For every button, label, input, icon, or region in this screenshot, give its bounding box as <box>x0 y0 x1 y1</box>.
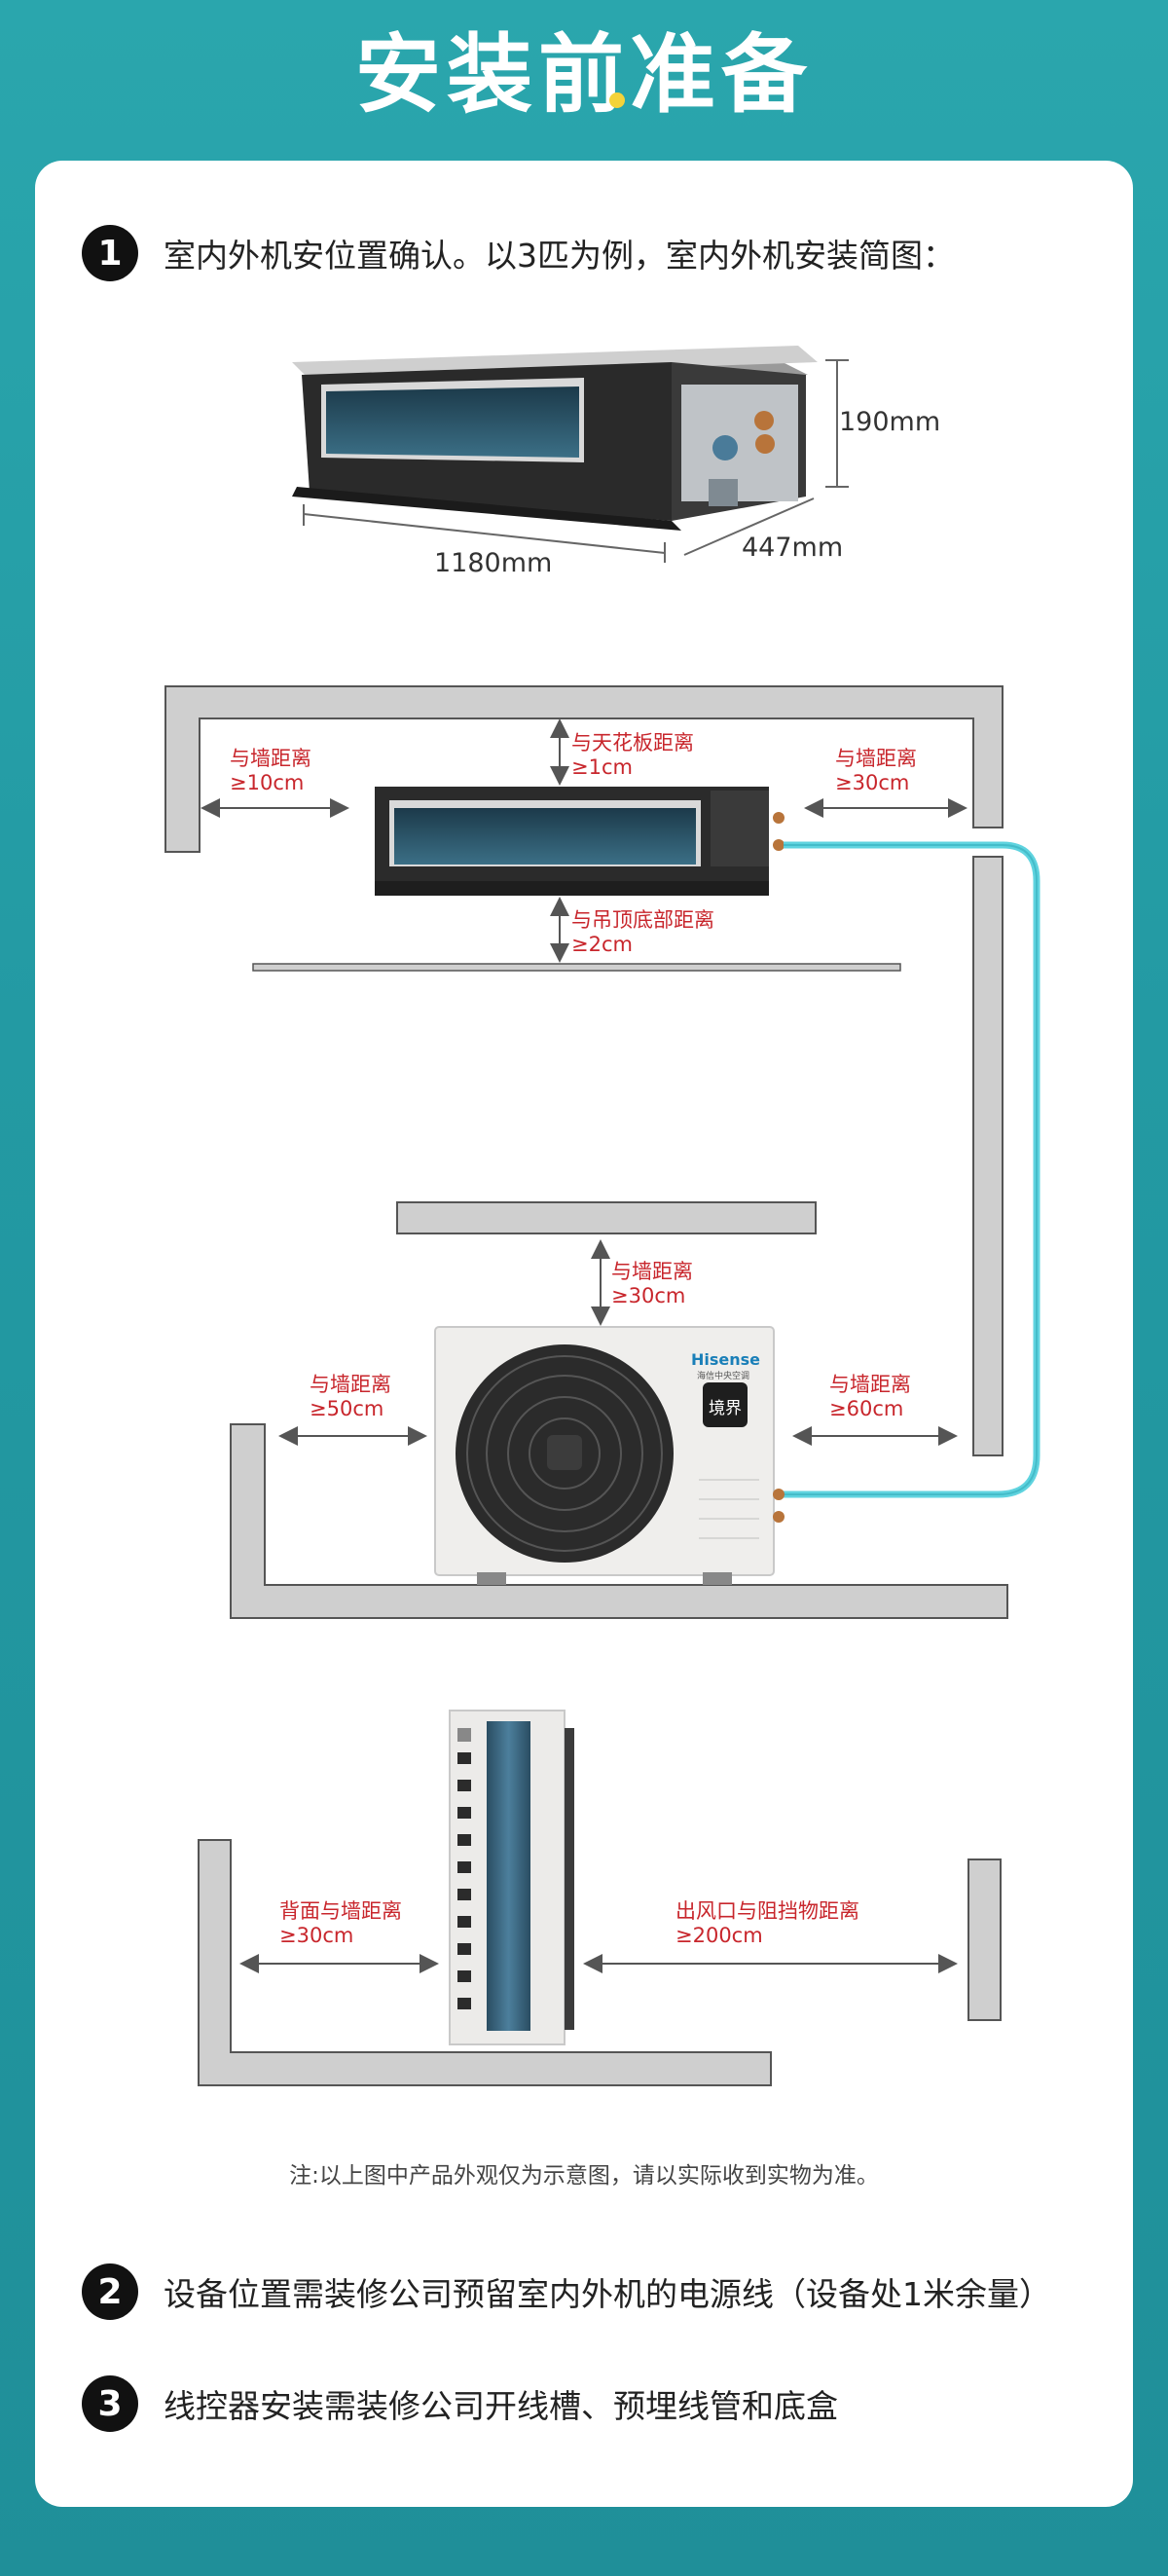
side-outlet-label: 出风口与阻挡物距离≥200cm <box>675 1899 859 1947</box>
step-1: 1 室内外机安位置确认。以3匹为例，室内外机安装简图： <box>82 222 955 284</box>
indoor-unit-diagram <box>375 787 785 896</box>
depth-dimension-line <box>683 497 815 556</box>
outdoor-unit-side-diagram <box>449 1710 574 2045</box>
width-dimension-line <box>303 513 666 554</box>
indoor-wall-frame <box>164 685 1004 853</box>
indoor-suspended-ceiling-label: 与吊顶底部距离≥2cm <box>571 908 714 956</box>
brand-logo-text: Hisense <box>691 1350 761 1369</box>
suspended-ceiling-panel <box>252 963 901 972</box>
page-title: 安装前准备 <box>354 24 813 125</box>
indoor-right-wall-label: 与墙距离≥30cm <box>835 747 917 794</box>
step-number: 2 <box>82 2263 138 2320</box>
right-wall <box>972 856 1004 1456</box>
obstacle-wall <box>967 1858 1002 2021</box>
depth-dimension-label: 447mm <box>742 533 844 563</box>
step-2: 2 设备位置需装修公司预留室内外机的电源线（设备处1米余量） <box>82 2261 1051 2323</box>
product-badge: 境界 <box>709 1399 742 1418</box>
step-number: 3 <box>82 2375 138 2432</box>
outdoor-right-label: 与墙距离≥60cm <box>829 1373 911 1420</box>
disclaimer-note: 注:以上图中产品外观仅为示意图，请以实际收到实物为准。 <box>289 2163 879 2189</box>
step-3: 3 线控器安装需装修公司开线槽、预埋线管和底盒 <box>82 2373 838 2435</box>
top-obstacle <box>396 1201 817 1234</box>
step-text: 设备位置需装修公司预留室内外机的电源线（设备处1米余量） <box>164 2275 1051 2313</box>
brand-sub-text: 海信中央空调 <box>697 1372 750 1381</box>
indoor-left-wall-label: 与墙距离≥10cm <box>230 747 311 794</box>
outdoor-top-label: 与墙距离≥30cm <box>611 1260 693 1307</box>
step-text: 线控器安装需装修公司开线槽、预埋线管和底盒 <box>164 2387 838 2425</box>
outdoor-left-label: 与墙距离≥50cm <box>310 1373 391 1420</box>
side-back-label: 背面与墙距离≥30cm <box>279 1899 402 1947</box>
step-number: 1 <box>82 225 138 281</box>
step-text: 室内外机安位置确认。以3匹为例，室内外机安装简图： <box>164 237 955 275</box>
indoor-unit-photo <box>292 346 818 531</box>
width-dimension-label: 1180mm <box>434 548 553 578</box>
indoor-ceiling-label: 与天花板距离≥1cm <box>571 731 694 779</box>
title-decoration-dot <box>609 92 625 108</box>
outdoor-wall-frame <box>230 1423 1008 1619</box>
side-wall-frame <box>198 1839 772 2086</box>
height-dimension-label: 190mm <box>839 407 941 437</box>
outdoor-unit-front-diagram <box>434 1326 785 1585</box>
